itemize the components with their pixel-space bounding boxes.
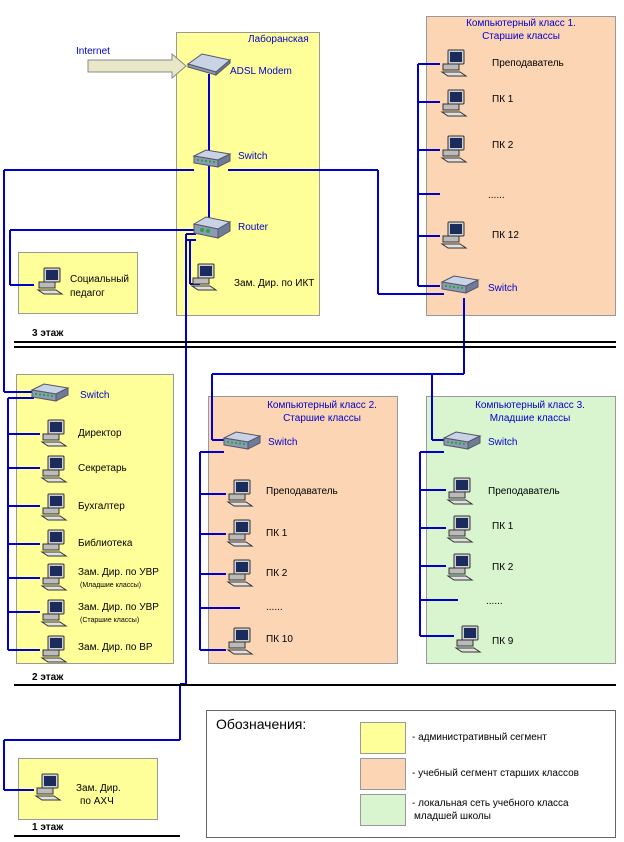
class3-pc9-label: ПК 9 [492, 636, 514, 647]
computer-icon [440, 221, 468, 249]
social-label-1: Социальный [70, 274, 129, 285]
computer-icon [446, 515, 474, 543]
lab-title: Лаборанская [248, 34, 309, 45]
social-room [18, 252, 138, 314]
computer-icon [226, 627, 254, 655]
computer-icon [440, 89, 468, 117]
computer-icon [226, 479, 254, 507]
computer-icon [440, 49, 468, 77]
floor2-label: 2 этаж [32, 672, 64, 683]
computer-icon [40, 529, 68, 557]
lab-switch-icon [192, 149, 232, 168]
router-label: Router [238, 222, 269, 233]
legend-junior-label-1: - локальная сеть учебного класса [412, 798, 569, 809]
class3-title-2: Младшие классы [489, 413, 571, 424]
class2-pc2-label: ПК 2 [266, 568, 288, 579]
computer-icon [40, 493, 68, 521]
class1-switch-icon [440, 275, 480, 294]
computer-icon [226, 519, 254, 547]
legend-admin-label: - административный сегмент [412, 732, 547, 743]
class1-title-2: Старшие классы [482, 31, 560, 42]
admin2-switch-icon [30, 383, 70, 402]
secretary-label: Секретарь [78, 463, 127, 474]
admin-floor2-room [16, 374, 174, 664]
class3-title-1: Компьютерный класс 3. [475, 400, 585, 411]
class1-switch-label: Switch [488, 283, 518, 294]
computer-icon [40, 455, 68, 483]
legend-senior-swatch [360, 758, 406, 790]
class3-switch-icon [442, 431, 482, 450]
social-label-2: педагог [70, 288, 105, 299]
modem-label: ADSL Modem [230, 66, 292, 77]
legend-junior-swatch [360, 794, 406, 826]
computer-icon [440, 135, 468, 163]
uvr1-label: Зам. Дир. по УВР [78, 567, 159, 578]
class1-dots: ...... [488, 190, 505, 201]
class1-pc1-label: ПК 1 [492, 94, 514, 105]
class2-dots: ...... [266, 602, 283, 613]
computer-icon [454, 625, 482, 653]
legend-admin-swatch [360, 722, 406, 754]
class3-dots: ...... [486, 596, 503, 607]
class2-switch-icon [222, 431, 262, 450]
class2-switch-label: Switch [268, 437, 298, 448]
computer-icon [446, 477, 474, 505]
modem-icon [186, 53, 232, 76]
admin2-switch-label: Switch [80, 390, 110, 401]
class1-teacher-label: Преподаватель [492, 58, 564, 69]
computer-icon [34, 773, 62, 801]
floor1-label: 1 этаж [32, 822, 64, 833]
computer-icon [40, 635, 68, 663]
legend-junior-label-2: младшей школы [414, 811, 491, 822]
class1-title-1: Компьютерный класс 1. [466, 18, 576, 29]
class2-pc1-label: ПК 1 [266, 528, 288, 539]
uvr2-label: Зам. Дир. по УВР [78, 602, 159, 613]
computer-icon [446, 553, 474, 581]
library-label: Библиотека [78, 538, 133, 549]
accountant-label: Бухгалтер [78, 501, 125, 512]
class3-teacher-label: Преподаватель [488, 486, 560, 497]
floor1-zam-label-2: по АХЧ [80, 796, 114, 807]
computer-icon [40, 599, 68, 627]
computer-icon [226, 559, 254, 587]
zam-ikt-label: Зам. Дир. по ИКТ [234, 278, 315, 289]
legend-senior-label: - учебный сегмент старших классов [412, 768, 579, 779]
computer-icon [36, 267, 64, 295]
class3-pc2-label: ПК 2 [492, 562, 514, 573]
director-label: Директор [78, 428, 122, 439]
lab-switch-label: Switch [238, 151, 268, 162]
floor3-label: 3 этаж [32, 328, 64, 339]
class2-title-1: Компьютерный класс 2. [267, 400, 377, 411]
class2-teacher-label: Преподаватель [266, 486, 338, 497]
class3-pc1-label: ПК 1 [492, 521, 514, 532]
computer-icon [40, 563, 68, 591]
uvr1-sub-label: (Младшие классы) [80, 582, 142, 589]
class1-pc2-label: ПК 2 [492, 140, 514, 151]
computer-icon [190, 263, 218, 291]
computer-icon [40, 419, 68, 447]
class2-title-2: Старшие классы [283, 413, 361, 424]
class3-switch-label: Switch [488, 437, 518, 448]
class1-pc12-label: ПК 12 [492, 230, 519, 241]
uvr2-sub-label: (Старшие классы) [80, 617, 140, 624]
internet-label: Internet [76, 46, 110, 57]
legend-title: Обозначения: [216, 716, 307, 732]
floor1-zam-label-1: Зам. Дир. [76, 783, 121, 794]
legend-box [206, 710, 616, 838]
vr-label: Зам. Дир. по ВР [78, 642, 153, 653]
router-icon [192, 216, 232, 239]
class2-pc10-label: ПК 10 [266, 634, 293, 645]
